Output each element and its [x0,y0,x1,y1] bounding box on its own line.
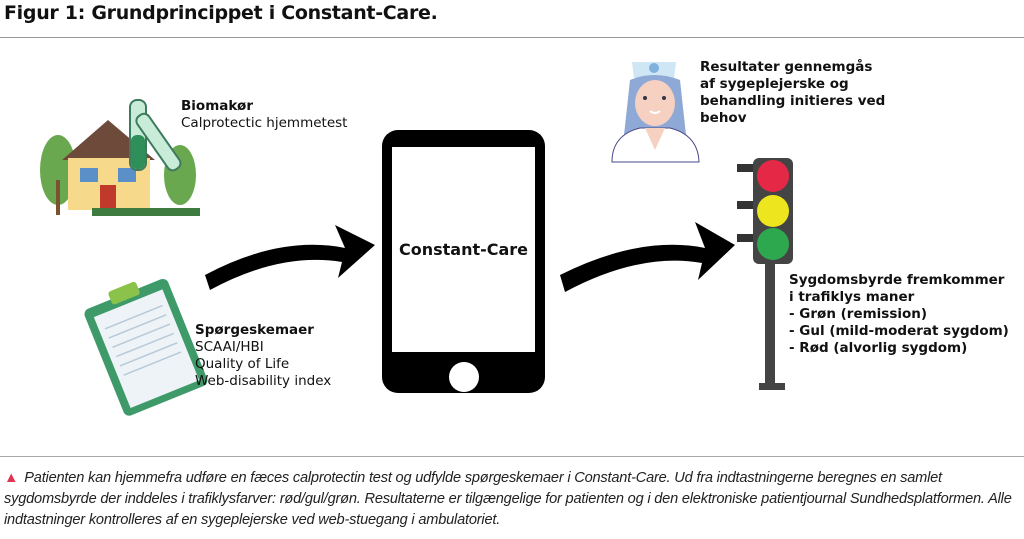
nurse-label: Resultater gennemgås af sygeplejerske og… [700,59,885,127]
traffic-line: - Rød (alvorlig sygdom) [789,340,968,356]
figure-title: Figur 1: Grundprincippet i Constant-Care… [4,2,438,24]
diagram-graphics [40,62,793,416]
questionnaire-item: Quality of Life [195,356,290,372]
biomarker-heading: Biomakør [181,98,253,114]
nurse-line: behandling initieres ved [700,93,886,109]
nurse-line: behov [700,110,747,126]
questionnaire-item: SCAAI/HBI [195,339,264,355]
caption-mark-icon: ▲ [4,470,19,486]
traffic-line: - Grøn (remission) [789,306,928,322]
traffic-line: i trafiklys maner [789,289,915,305]
arrow-right-icon [205,225,375,290]
questionnaire-item: Web-disability index [195,373,332,389]
traffic-line: Sygdomsbyrde fremkommer [789,272,1005,288]
bottom-divider [0,456,1024,457]
nurse-illustration [611,62,700,163]
clipboard-illustration [84,278,208,416]
arrow-right-icon [560,222,735,292]
traffic-light-illustration [737,158,793,390]
biomarker-line: Calprotectic hjemmetest [181,115,348,131]
questionnaires-heading: Spørgeskemaer [195,322,314,338]
biomarker-label: Biomakør Calprotectic hjemmetest [181,98,347,132]
red-light [757,160,789,192]
nurse-line: af sygeplejerske og [700,76,849,92]
smartphone-illustration [382,130,545,393]
traffic-label: Sygdomsbyrde fremkommer i trafiklys mane… [789,272,1009,357]
figure-caption: ▲Patienten kan hjemmefra udføre en fæces… [4,468,1019,531]
caption-text: Patienten kan hjemmefra udføre en fæces … [4,470,1012,528]
traffic-line: - Gul (mild-moderat sygdom) [789,323,1009,339]
phone-label: Constant-Care [398,240,529,259]
questionnaires-label: Spørgeskemaer SCAAI/HBI Quality of Life … [195,322,331,390]
top-divider [0,37,1024,38]
house-test-tube-illustration [40,99,200,216]
yellow-light [757,195,789,227]
green-light [757,228,789,260]
nurse-line: Resultater gennemgås [700,59,873,75]
